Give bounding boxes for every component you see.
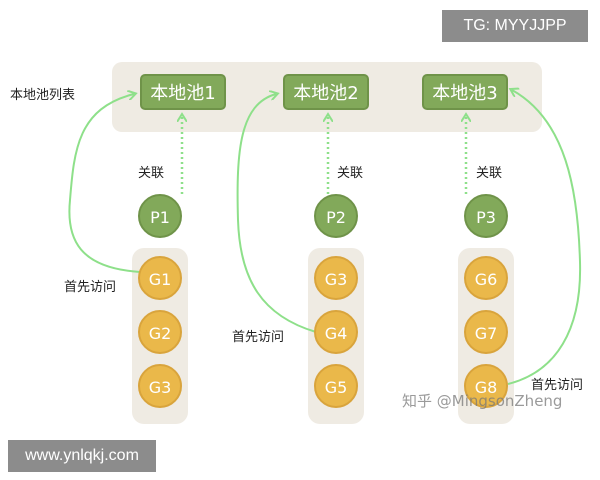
relation-label-3: 关联 [476, 166, 503, 181]
relation-label-1: 关联 [138, 166, 165, 181]
goroutine-g1: G1 [138, 256, 182, 300]
zhihu-watermark: 知乎 @MingsonZheng [402, 392, 563, 410]
processor-p3: P3 [464, 194, 508, 238]
first-visit-label-1: 首先访问 [64, 280, 117, 295]
goroutine-g6: G6 [464, 256, 508, 300]
first-visit-arrow-g8 [507, 90, 582, 385]
tg-badge: TG: MYYJJPP [442, 10, 588, 42]
local-pool-1: 本地池1 [140, 74, 226, 110]
first-visit-label-2: 首先访问 [232, 330, 285, 345]
url-badge: www.ynlqkj.com [8, 440, 156, 472]
local-pool-list-label: 本地池列表 [10, 88, 76, 103]
goroutine-g3: G3 [138, 364, 182, 408]
goroutine-g2: G2 [138, 310, 182, 354]
local-pool-3: 本地池3 [422, 74, 508, 110]
processor-p1: P1 [138, 194, 182, 238]
local-pool-2: 本地池2 [283, 74, 369, 110]
goroutine-g8: G8 [464, 364, 508, 408]
goroutine-g5: G5 [314, 364, 358, 408]
relation-label-2: 关联 [337, 166, 364, 181]
goroutine-g4: G4 [314, 310, 358, 354]
goroutine-g7: G7 [464, 310, 508, 354]
processor-p2: P2 [314, 194, 358, 238]
goroutine-g3-col2: G3 [314, 256, 358, 300]
